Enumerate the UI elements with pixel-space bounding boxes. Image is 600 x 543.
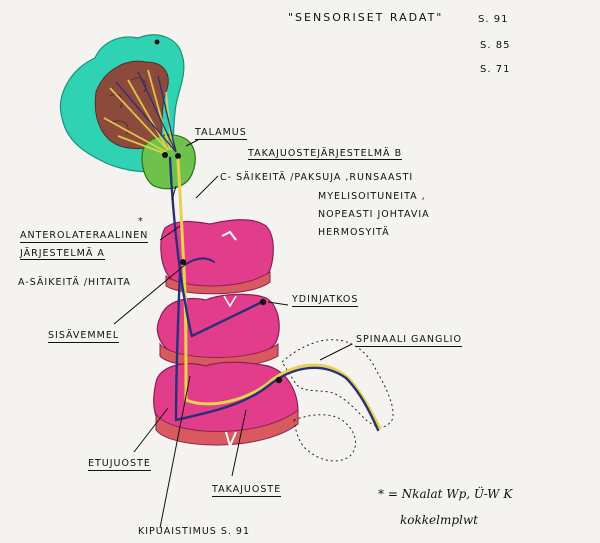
page-ref-2: S. 85 [480,40,511,51]
thalamus [141,134,196,190]
page-ref-3: S. 71 [480,64,511,75]
footnote-line-1: * = Nkalat Wp, Ü-W K [378,487,513,501]
label-jarjestelma-a-text: JÄRJESTELMÄ A [20,248,105,260]
label-takajuoste-b: TAKAJUOSTEJÄRJESTELMÄ B [248,148,403,160]
cortex-gyri [94,60,169,150]
label-talamus: TALAMUS [195,127,247,140]
label-c-saikeita-1: C- SÄIKEITÄ /PAKSUJA ,RUNSAASTI [220,172,414,183]
label-takajuoste: TAKAJUOSTE [212,484,282,497]
label-asterisk: * [138,216,144,227]
navy-fibres-top [115,71,177,153]
label-c-saikeita-3: NOPEASTI JOHTAVIA [318,209,430,220]
leader-lines [113,139,353,529]
label-etujuoste: ETUJUOSTE [88,458,151,471]
label-takajuoste-b-text: TAKAJUOSTEJÄRJESTELMÄ B [248,148,403,160]
thalamocortical-fibres [103,69,173,155]
label-anterolateraalinen: ANTEROLATERAALINEN [20,230,149,243]
footnote-line-2: kokkelmplwt [400,513,478,527]
ascending-tracts [168,156,382,432]
brainstem-upper [160,219,274,288]
ventral-root-outline [293,414,357,462]
dorsal-root-outline [281,339,394,428]
label-c-saikeita-2: MYELISOITUNEITA , [318,191,426,202]
label-c-saikeita-4: HERMOSYITÄ [318,227,390,238]
page-title: "SENSORISET RADAT" [288,11,444,24]
page-ref-1: S. 91 [478,14,509,25]
label-a-saikeita: A-SÄIKEITÄ /HITAITA [18,277,131,288]
label-kipuaistimus: KIPUAISTIMUS S. 91 [138,526,251,537]
label-jarjestelma-a: JÄRJESTELMÄ A [20,248,105,260]
brainstem-middle [156,293,280,360]
label-sisavemmel: SISÄVEMMEL [48,330,120,343]
label-spinaaliganglio: SPINAALI GANGLIO [356,334,462,347]
label-ydinjatkos: YDINJATKOS [292,294,359,307]
